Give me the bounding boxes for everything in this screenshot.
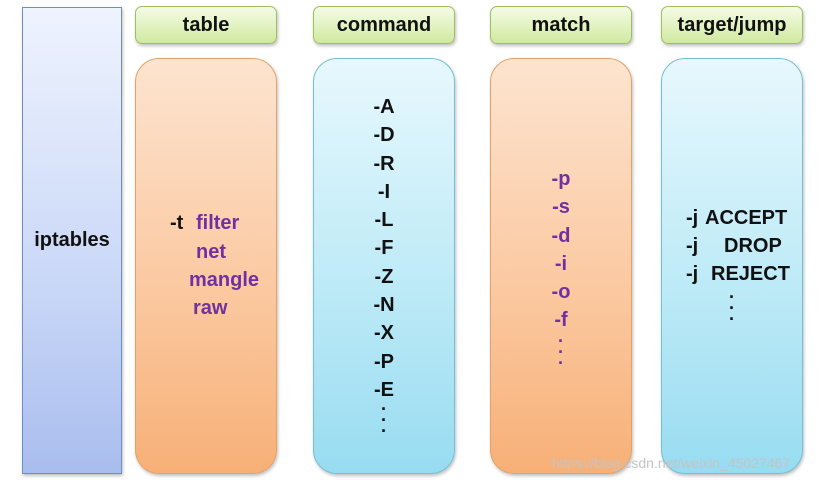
command-item: -I [377, 180, 391, 203]
command-item: -Z [374, 265, 394, 288]
match-item: -d [551, 224, 571, 247]
table-item-mangle: mangle [189, 269, 260, 291]
command-panel [313, 58, 455, 474]
iptables-bar: iptables [22, 7, 122, 474]
command-item: -L [374, 209, 394, 232]
header-match-label: match [531, 13, 591, 36]
command-item: -A [373, 96, 395, 118]
command-item: -E [374, 378, 394, 401]
command-ellipsis: ··· [381, 399, 387, 441]
table-item-filter: filter [196, 212, 240, 234]
table-panel [135, 58, 277, 474]
target-flag: -j [686, 235, 699, 257]
command-item: -P [374, 350, 394, 373]
target-panel [661, 58, 803, 474]
command-list: -A -D -R -I -L -F -Z -N -X -P -E [313, 93, 455, 404]
target-value-accept: ACCEPT [705, 207, 788, 229]
match-item: -s [552, 196, 570, 219]
table-item-raw: raw [193, 297, 228, 319]
iptables-label: iptables [34, 229, 110, 251]
match-item: -f [554, 309, 568, 332]
match-list: -p -s -d -i -o -f [490, 165, 632, 335]
match-item: -p [551, 168, 571, 190]
table-flag: -t [170, 212, 184, 234]
command-item: -F [374, 237, 394, 260]
header-target: target/jump [661, 6, 803, 44]
match-item: -o [551, 281, 571, 304]
match-item: -i [554, 252, 568, 275]
header-command-label: command [336, 13, 432, 36]
command-item: -X [374, 322, 394, 345]
target-flag: -j [686, 263, 699, 285]
target-ellipsis: ··· [729, 287, 735, 329]
target-value-drop: DROP [724, 235, 782, 257]
header-table: table [135, 6, 277, 44]
match-ellipsis: ··· [558, 331, 564, 373]
header-target-label: target/jump [677, 13, 787, 36]
command-item: -N [373, 294, 395, 317]
command-item: -D [373, 124, 395, 147]
target-value-reject: REJECT [711, 263, 790, 285]
header-table-label: table [182, 13, 230, 36]
header-command: command [313, 6, 455, 44]
watermark: https://blog.csdn.net/weixin_45027467 [552, 455, 791, 471]
command-item: -R [373, 152, 395, 175]
header-match: match [490, 6, 632, 44]
match-panel [490, 58, 632, 474]
table-item-net: net [196, 241, 226, 263]
target-flag: -j [686, 207, 699, 229]
